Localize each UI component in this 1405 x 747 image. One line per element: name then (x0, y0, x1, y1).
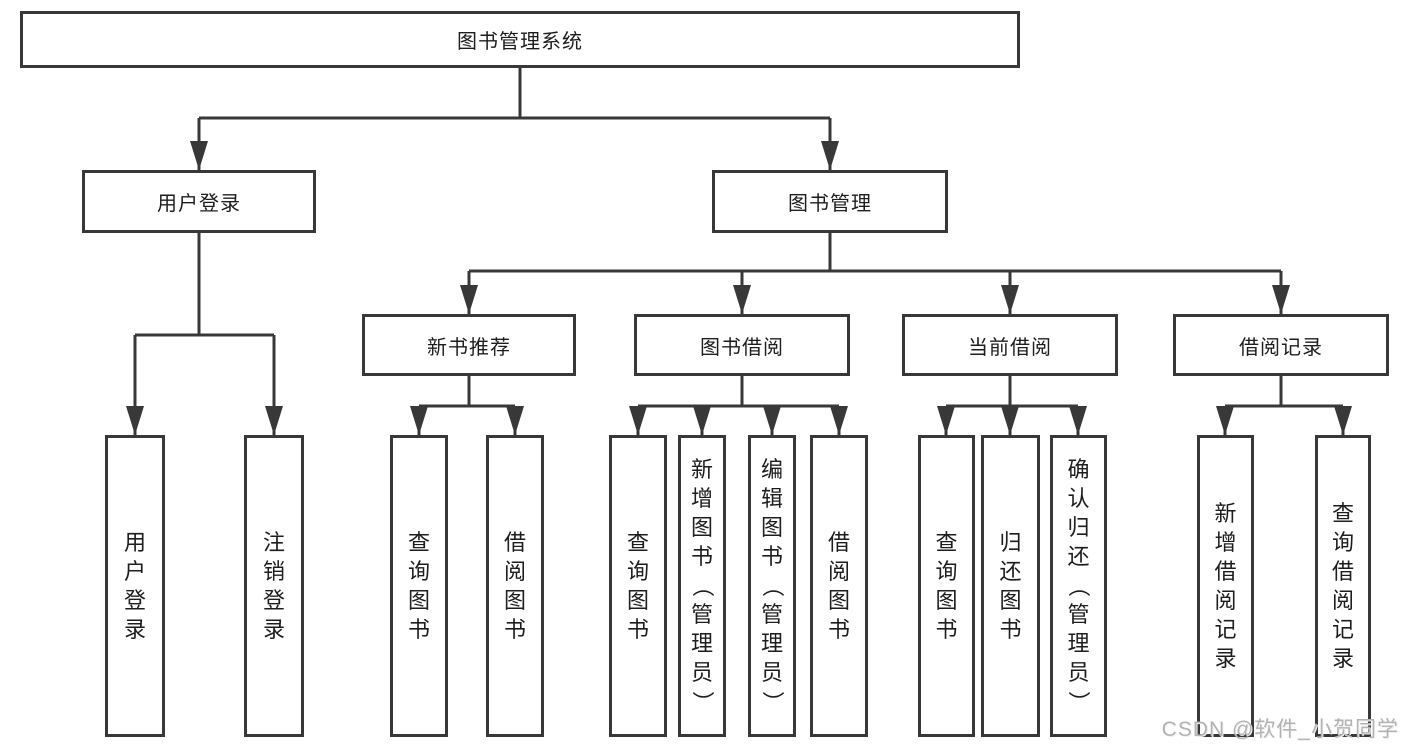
arrowhead-icon (830, 406, 848, 435)
connector-borrow-to-leaves (636, 376, 841, 435)
arrowhead-icon (693, 406, 711, 435)
connector-records-to-leaves (1223, 376, 1345, 435)
node-new-book-recommend: 新书推荐 (362, 314, 576, 376)
arrowhead-icon (460, 285, 478, 314)
arrowhead-icon (1001, 406, 1019, 435)
leaf-borrow-books-borrow: 借阅图书 (810, 435, 868, 737)
node-book-borrow: 图书借阅 (634, 314, 850, 376)
arrowhead-icon (1001, 285, 1019, 314)
arrowhead-icon (821, 141, 839, 170)
connector-bookmgmt-to-level3 (467, 233, 1283, 314)
node-book-management: 图书管理 (712, 170, 948, 233)
arrowhead-icon (937, 406, 955, 435)
node-borrow-records: 借阅记录 (1173, 314, 1389, 376)
connector-root-to-level2 (197, 68, 832, 170)
leaf-confirm-return-admin: 确认归还（管理员） (1050, 435, 1107, 737)
arrowhead-icon (763, 406, 781, 435)
leaf-query-books-borrow: 查询图书 (609, 435, 667, 737)
leaf-borrow-books-recommend: 借阅图书 (486, 435, 544, 737)
leaf-edit-book-admin: 编辑图书（管理员） (748, 435, 796, 737)
csdn-watermark: CSDN @软件_小贺同学 (1161, 718, 1399, 741)
node-book-management-system: 图书管理系统 (20, 11, 1020, 68)
arrowhead-icon (629, 406, 647, 435)
arrowhead-icon (190, 141, 208, 170)
node-current-borrow: 当前借阅 (902, 314, 1118, 376)
arrowhead-icon (1272, 285, 1290, 314)
arrowhead-icon (410, 406, 428, 435)
arrowhead-icon (126, 406, 144, 435)
arrowhead-icon (1069, 406, 1087, 435)
node-user-login: 用户登录 (82, 170, 316, 233)
arrowhead-icon (1334, 406, 1352, 435)
arrowhead-icon (265, 406, 283, 435)
leaf-query-books-current: 查询图书 (918, 435, 975, 737)
arrowhead-icon (733, 285, 751, 314)
arrowhead-icon (1216, 406, 1234, 435)
arrowhead-icon (506, 406, 524, 435)
leaf-add-borrow-record: 新增借阅记录 (1197, 435, 1254, 737)
leaf-query-books-recommend: 查询图书 (390, 435, 448, 737)
connector-current-to-leaves (944, 376, 1080, 435)
leaf-return-book: 归还图书 (981, 435, 1040, 737)
leaf-add-book-admin: 新增图书（管理员） (678, 435, 726, 737)
connector-userlogin-to-leaves (133, 233, 276, 435)
connector-newbook-to-leaves (417, 376, 517, 435)
leaf-logout: 注销登录 (244, 435, 304, 737)
leaf-query-borrow-record: 查询借阅记录 (1315, 435, 1371, 737)
leaf-user-login: 用户登录 (105, 435, 165, 737)
